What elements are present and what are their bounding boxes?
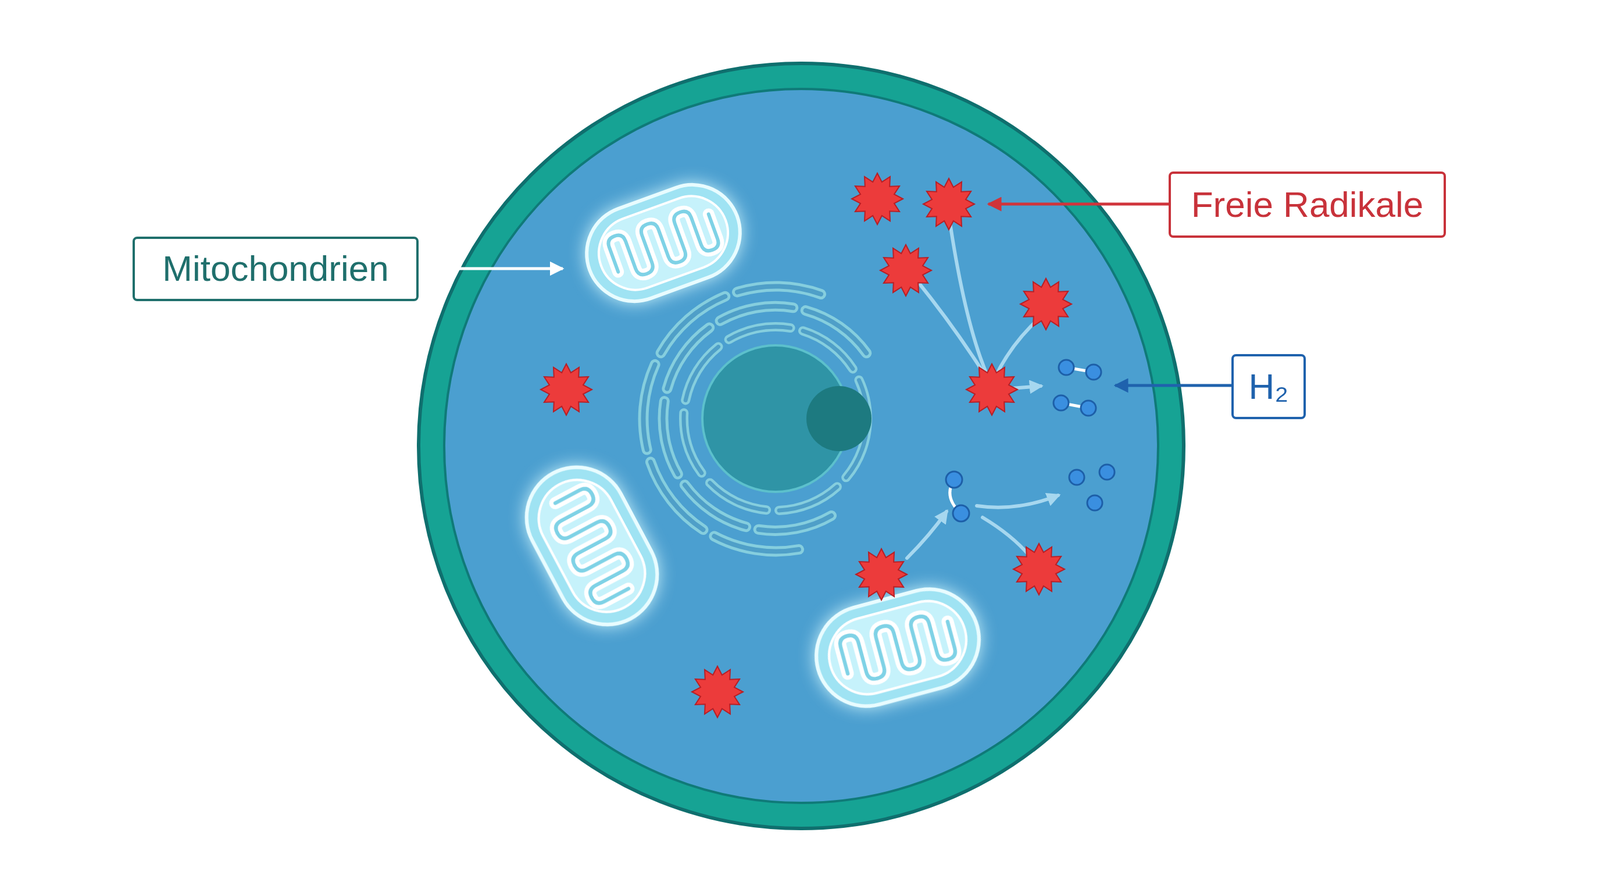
leader-arrow: [988, 202, 1169, 206]
hydrogen-atom: [1053, 395, 1069, 411]
label-text: Freie Radikale: [1191, 184, 1424, 225]
cytoplasm: [444, 88, 1159, 803]
hydrogen-atom: [1086, 364, 1102, 380]
label-box: H₂: [1231, 354, 1306, 420]
hydrogen-atom: [1080, 400, 1096, 416]
free-radicals: [540, 173, 1072, 718]
mitochondrion: [508, 449, 675, 642]
free-radical: [880, 244, 932, 296]
label-box: Freie Radikale: [1168, 171, 1446, 238]
nucleolus: [806, 386, 872, 452]
reaction-arrow: [1011, 386, 1041, 389]
free-radical: [966, 363, 1018, 416]
leader-arrow: [1115, 384, 1232, 388]
free-radical: [540, 363, 592, 416]
reaction-arrow: [976, 495, 1059, 508]
endoplasmic-reticulum: [662, 306, 873, 531]
mitochondrion: [573, 171, 754, 315]
hydrogen-atom: [1087, 495, 1103, 511]
hydrogen-atom: [1069, 469, 1085, 485]
endoplasmic-reticulum: [662, 306, 873, 531]
free-radical: [1020, 278, 1072, 330]
free-radical: [1013, 543, 1065, 595]
free-radical: [923, 178, 975, 230]
hydrogen-atom: [1058, 359, 1074, 375]
free-radical: [691, 666, 744, 718]
free-radical: [851, 173, 903, 225]
cell-membrane: [418, 63, 1184, 829]
leader-arrow: [418, 267, 563, 271]
free-radical: [855, 548, 907, 600]
label-box: Mitochondrien: [132, 236, 419, 302]
hydrogen-atom: [1099, 464, 1115, 480]
reaction-streak: [915, 279, 987, 377]
hydrogen-molecules: [945, 359, 1115, 522]
mitochondria: [508, 171, 991, 718]
hydrogen-atom: [945, 471, 963, 488]
reaction-streak: [982, 517, 1030, 556]
reaction-streak: [948, 215, 989, 378]
reaction-streaks: [906, 215, 1059, 559]
label-text: H₂: [1248, 366, 1289, 407]
mitochondrion: [805, 577, 991, 718]
reaction-arrow: [906, 511, 947, 559]
hydrogen-atom: [952, 505, 970, 522]
label-text: Mitochondrien: [162, 248, 389, 289]
